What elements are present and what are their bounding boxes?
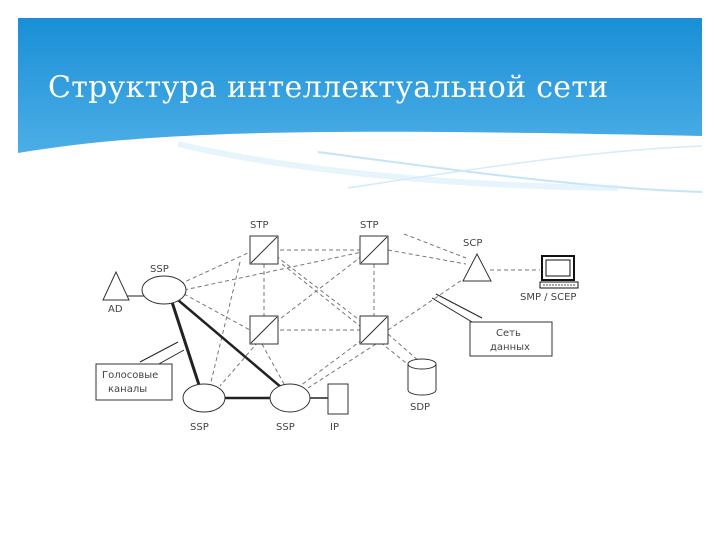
stp-label-left: STP bbox=[250, 220, 269, 231]
stp-node-bottom-left bbox=[249, 315, 279, 345]
ad-label: AD bbox=[108, 304, 123, 315]
ad-triangle-icon bbox=[102, 270, 130, 301]
slide-title: Структура интеллектуальной сети bbox=[48, 70, 609, 105]
sdp-cylinder-icon bbox=[407, 358, 437, 396]
ssp-top-label: SSP bbox=[150, 264, 169, 275]
scp-label: SCP bbox=[463, 238, 482, 249]
header-swoosh-3 bbox=[347, 145, 702, 189]
header-swoosh-1 bbox=[247, 133, 702, 147]
data-network-label-line1: Сеть bbox=[496, 328, 521, 339]
scp-triangle-icon bbox=[462, 252, 492, 282]
header-banner: Структура интеллектуальной сети bbox=[18, 18, 702, 198]
ssp-top-ellipse bbox=[141, 275, 187, 305]
ssp-bottom-left-ellipse bbox=[182, 383, 226, 413]
computer-terminal-icon bbox=[539, 255, 579, 289]
ssp-bottom-right-label: SSP bbox=[276, 422, 295, 433]
header-swoosh-2 bbox=[317, 151, 702, 193]
voice-channels-label-line2: каналы bbox=[108, 384, 147, 395]
smp-scep-label: SMP / SCEP bbox=[520, 292, 576, 303]
stp-node-top-right bbox=[359, 235, 389, 265]
signalling-links bbox=[179, 233, 540, 389]
voice-trunks bbox=[126, 293, 483, 400]
stp-node-bottom-right bbox=[359, 315, 389, 345]
ip-label: IP bbox=[330, 422, 339, 433]
voice-channels-label-line1: Голосовые bbox=[102, 370, 158, 381]
stp-node-top-left bbox=[249, 235, 279, 265]
data-network-callout bbox=[469, 321, 553, 357]
voice-channels-callout bbox=[95, 363, 173, 401]
stp-label-right: STP bbox=[360, 220, 379, 231]
ip-box bbox=[327, 383, 349, 415]
sdp-label: SDP bbox=[410, 402, 430, 413]
ssp-bottom-right-ellipse bbox=[269, 383, 311, 413]
header-background bbox=[18, 18, 702, 198]
header-swoosh-4 bbox=[177, 141, 619, 191]
ssp-bottom-left-label: SSP bbox=[190, 422, 209, 433]
data-network-label-line2: данных bbox=[490, 342, 530, 353]
